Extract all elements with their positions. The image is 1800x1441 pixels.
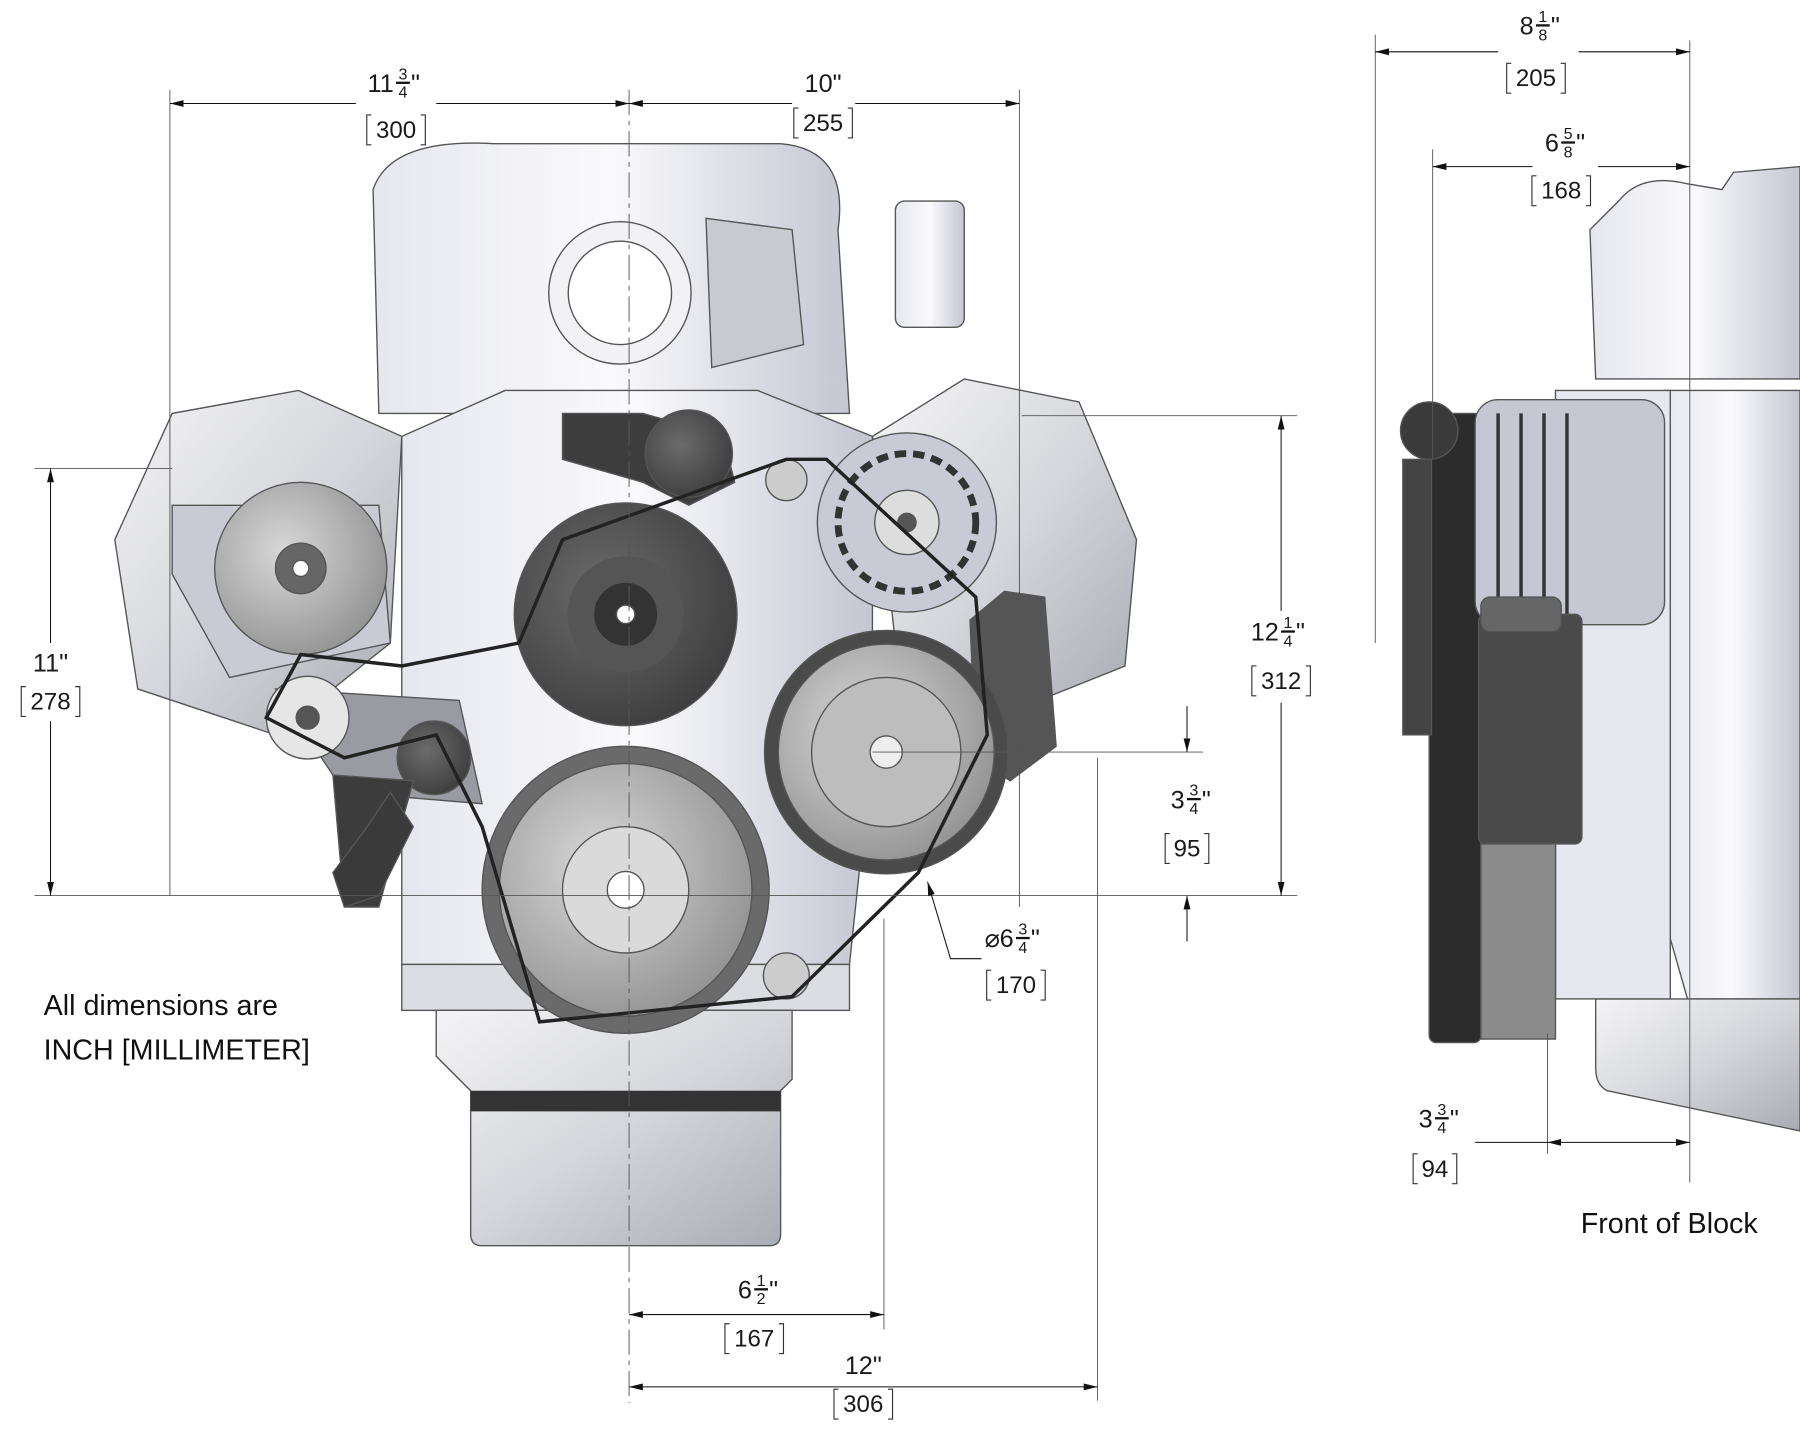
serpentine-belt (263, 457, 990, 1024)
dimension-inch-whole: 3 (1419, 1105, 1433, 1133)
side-pulley-stack (1428, 412, 1482, 1044)
units-note-line2: INCH [MILLIMETER] (44, 1035, 310, 1067)
fraction-numerator: 1 (1538, 8, 1547, 26)
mm-brackets (833, 1388, 894, 1420)
dimension-mm-value: 95 (1174, 836, 1201, 863)
dimension-inch-whole: 3 (1171, 786, 1185, 814)
dimension-mm-value: 306 (843, 1391, 883, 1418)
fraction-denominator: 4 (1284, 632, 1293, 650)
fraction-numerator: 1 (1284, 614, 1293, 632)
oil-pan (435, 1009, 793, 1247)
side-ps-reservoir (1477, 613, 1583, 845)
dimension-inch-whole: 6 (1000, 925, 1014, 953)
mm-brackets (1164, 833, 1210, 864)
side-oil-pan (1594, 998, 1800, 1132)
lower-radiator-hose (332, 791, 415, 908)
inch-mark: " (1576, 130, 1585, 158)
dimension-inch-whole: 6 (1545, 130, 1559, 158)
mm-brackets (986, 969, 1046, 1001)
mm-brackets (1531, 175, 1592, 207)
leader-ps-diameter (927, 881, 982, 960)
dimension-mm-value: 278 (30, 689, 70, 716)
dimension-front-right-width: 10"255 (793, 70, 853, 139)
fraction-denominator: 4 (1189, 800, 1198, 818)
fraction-numerator: 3 (1189, 782, 1198, 800)
dimension-inch-whole: 6 (738, 1276, 752, 1304)
dimension-inch-whole: 8 (1520, 13, 1534, 41)
crankshaft-damper (481, 745, 770, 1035)
inch-mark: " (1450, 1105, 1459, 1133)
dimension-mm-value: 168 (1541, 178, 1581, 205)
fraction-numerator: 1 (757, 1272, 766, 1290)
dimension-mm-value: 312 (1261, 668, 1301, 695)
dimension-inch-value: 10" (805, 70, 842, 98)
mm-brackets (1412, 1153, 1458, 1185)
dimension-mm-value: 255 (803, 110, 843, 137)
dimension-mm-value: 167 (734, 1326, 774, 1353)
fraction-numerator: 3 (398, 65, 407, 83)
side-alternator (1474, 398, 1666, 626)
inch-mark: " (1296, 619, 1305, 647)
engine-side-view (1399, 165, 1800, 1132)
dimension-inch-whole: 11 (368, 70, 394, 98)
mm-brackets (724, 1323, 785, 1355)
mm-brackets (366, 114, 426, 146)
fraction-numerator: 5 (1564, 125, 1573, 143)
fraction-numerator: 3 (1437, 1101, 1446, 1119)
engine-front-view (114, 142, 1138, 1247)
fraction-denominator: 4 (398, 84, 407, 102)
inch-mark: " (769, 1276, 778, 1304)
extension-lines (34, 34, 1691, 1403)
dimension-bottom-long-width: 12"306 (833, 1352, 894, 1420)
fraction-denominator: 2 (757, 1290, 766, 1308)
mm-brackets (1506, 62, 1566, 94)
inch-mark: " (411, 70, 420, 98)
dimension-mm-value: 94 (1422, 1156, 1449, 1183)
dimension-front-left-height: 11"278 (20, 650, 81, 718)
dimension-mm-value: 170 (996, 972, 1036, 999)
fraction-denominator: 4 (1437, 1119, 1446, 1137)
fraction-numerator: 3 (1018, 921, 1027, 939)
dimension-inch-value: 12" (845, 1352, 882, 1380)
side-crank-damper (1480, 843, 1557, 1040)
side-block (1663, 389, 1800, 1000)
alternator (816, 432, 998, 613)
dimension-front-right-height: 12 14" 312 (1251, 614, 1311, 697)
units-note-line1: All dimensions are (44, 990, 278, 1022)
inch-mark: " (1551, 13, 1560, 41)
mm-brackets (20, 686, 81, 718)
mm-brackets (1251, 665, 1311, 697)
ac-compressor (171, 481, 392, 679)
dimension-mm-value: 300 (376, 117, 416, 144)
coolant-reservoir-top (894, 200, 965, 329)
water-pump-pulley (513, 502, 738, 727)
fraction-denominator: 8 (1538, 26, 1547, 44)
throttle-actuator (705, 217, 805, 369)
front-of-block-label: Front of Block (1581, 1208, 1759, 1240)
inch-mark: " (1202, 786, 1211, 814)
dimension-mm-value: 205 (1516, 65, 1556, 92)
mm-brackets (793, 107, 853, 139)
dimension-lines (47, 48, 1690, 1391)
side-intake (1589, 165, 1800, 380)
fraction-denominator: 8 (1564, 143, 1573, 161)
dimension-inch-value: 11" (33, 650, 68, 678)
fraction-denominator: 4 (1018, 939, 1027, 957)
diameter-symbol: ⌀ (985, 925, 1000, 953)
inch-mark: " (1031, 925, 1040, 953)
dimension-inch-whole: 12 (1251, 619, 1279, 647)
idler-pulley (762, 952, 811, 1000)
